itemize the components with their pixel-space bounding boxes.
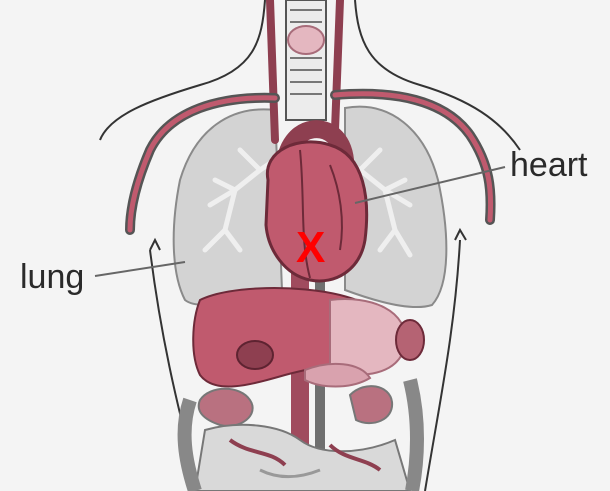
heart-x-marker: X xyxy=(296,223,325,272)
gallbladder xyxy=(237,341,273,369)
lung-label: lung xyxy=(20,258,84,296)
heart-label: heart xyxy=(510,146,588,184)
trachea xyxy=(286,0,326,120)
spleen xyxy=(396,320,424,360)
